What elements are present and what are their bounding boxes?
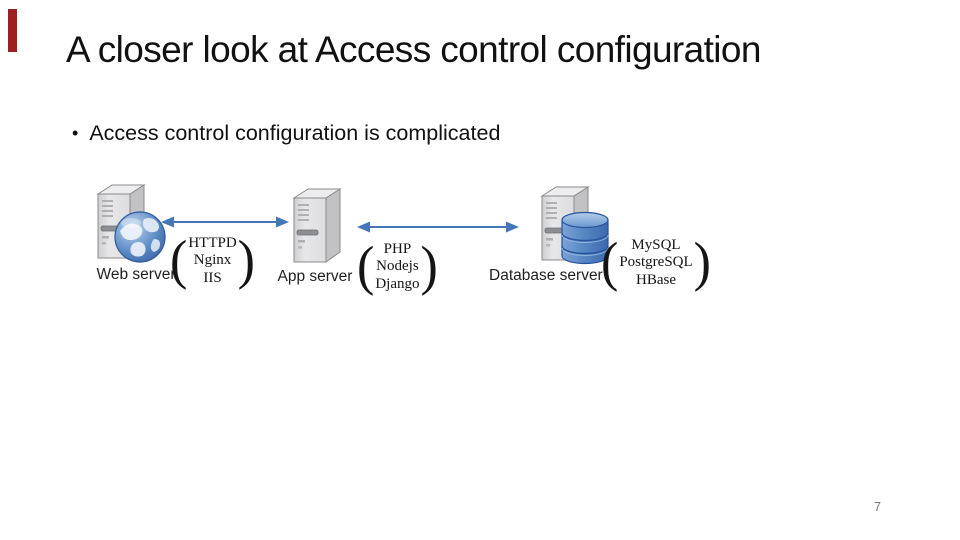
globe-icon (113, 210, 167, 264)
arrow-app-db (357, 221, 519, 233)
page-title: A closer look at Access control configur… (66, 29, 761, 70)
tech-item: Django (375, 275, 420, 292)
parenthesis-right: ) (693, 232, 711, 293)
bullet-text: Access control configuration is complica… (89, 121, 501, 145)
tech-item: HTTPD (188, 234, 237, 251)
accent-bar (8, 9, 17, 52)
tech-item: Nginx (193, 252, 232, 269)
parenthesis-left: ( (357, 236, 375, 297)
web-server-tech-list: ( HTTPD Nginx IIS ) (170, 230, 255, 291)
bullet-item: • Access control configuration is compli… (72, 121, 500, 146)
bullet-marker: • (72, 123, 79, 143)
tech-item: IIS (203, 269, 222, 286)
app-server-tech-list: ( PHP Nodejs Django ) (357, 236, 438, 297)
parenthesis-right: ) (237, 230, 255, 291)
parenthesis-left: ( (170, 230, 188, 291)
tech-item: PostgreSQL (619, 254, 693, 271)
parenthesis-left: ( (601, 232, 619, 293)
tech-item: MySQL (631, 236, 681, 253)
web-server-label: Web server (96, 266, 176, 283)
server-tower-icon (290, 186, 342, 268)
page-number: 7 (874, 500, 881, 514)
database-server-label: Database server (489, 267, 603, 284)
arrow-web-app (161, 216, 289, 228)
parenthesis-right: ) (420, 236, 438, 297)
database-server-tech-list: ( MySQL PostgreSQL HBase ) (601, 232, 711, 293)
tech-item: HBase (636, 271, 676, 288)
app-server-label: App server (277, 268, 353, 285)
tech-item: PHP (383, 240, 412, 257)
tech-item: Nodejs (376, 258, 419, 275)
